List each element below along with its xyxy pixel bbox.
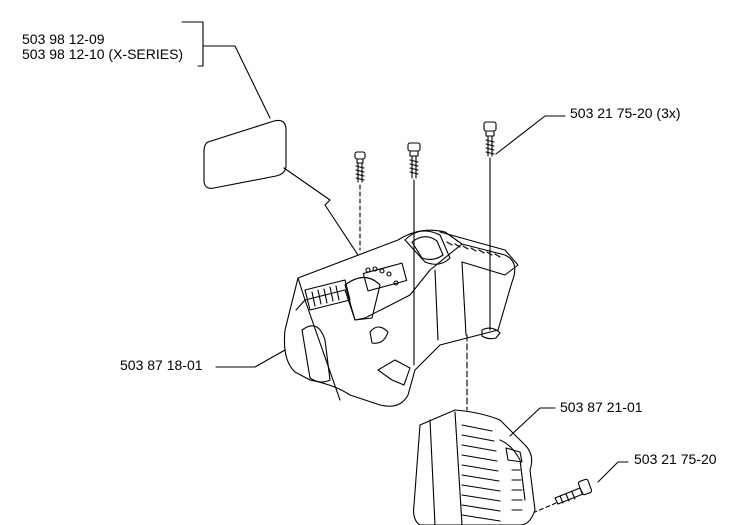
guard-part-number: 503 87 21-01 bbox=[560, 399, 643, 415]
screw-part-number-single: 503 21 75-20 bbox=[634, 451, 717, 467]
decal-part-number-xseries: 503 98 12-10 (X-SERIES) bbox=[22, 46, 184, 62]
screw-right bbox=[483, 115, 566, 331]
screw-part-number-3x: 503 21 75-20 (3x) bbox=[570, 105, 681, 121]
cover-callout-leader bbox=[215, 349, 286, 368]
screw-side bbox=[534, 461, 629, 513]
screw-left bbox=[354, 151, 366, 251]
decal bbox=[203, 119, 359, 256]
cover-part-number: 503 87 18-01 bbox=[120, 357, 203, 373]
decal-part-number: 503 98 12-09 bbox=[22, 31, 105, 47]
cylinder-guard bbox=[413, 334, 556, 525]
screw-middle bbox=[407, 142, 421, 366]
decal-callout-leader bbox=[181, 21, 271, 119]
engine-cover bbox=[283, 229, 519, 407]
